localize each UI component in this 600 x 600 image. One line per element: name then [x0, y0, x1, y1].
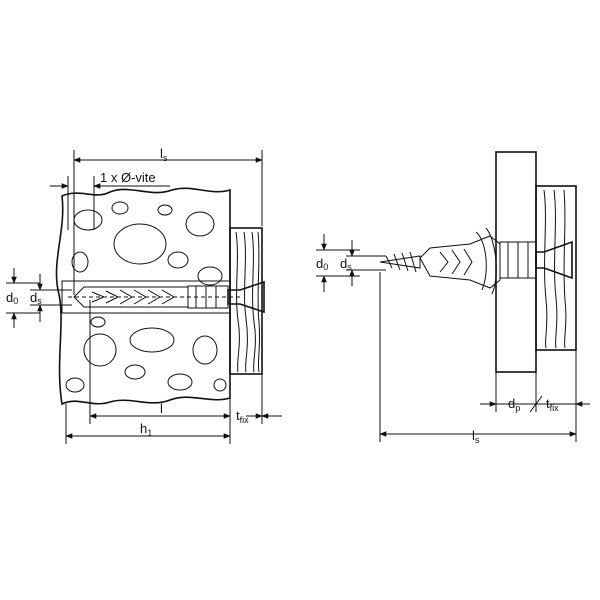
- d0-label-left: d0: [6, 290, 18, 306]
- wooden-fixture: [229, 227, 263, 375]
- stone-pores: [65, 201, 227, 393]
- tfix-label-right: tfix: [546, 396, 559, 413]
- ds-label-right: ds: [340, 256, 352, 272]
- ls-label-right: ls: [472, 428, 480, 445]
- screw-diameter-label: 1 x Ø-vite: [100, 170, 156, 185]
- tfix-label-left: tfix: [236, 408, 249, 425]
- h1-label: h1: [140, 421, 152, 438]
- d0-label-right: d0: [316, 256, 328, 272]
- screw-right: [379, 240, 573, 280]
- ls-label-left: ls: [160, 146, 168, 163]
- ds-label-left: ds: [30, 290, 42, 306]
- masonry-block: [55, 187, 231, 406]
- left-figure: ls 1 x Ø-vite d0 ds l tfix h1: [6, 146, 282, 444]
- wood-grain: [235, 231, 261, 373]
- panel-board: [495, 151, 537, 373]
- wood-grain-right: [543, 189, 567, 349]
- right-figure: d0 ds dp tfix ls: [316, 151, 590, 445]
- cavity-anchor: [419, 227, 537, 295]
- screw: [68, 280, 265, 314]
- dp-label: dp: [508, 396, 520, 413]
- l-label: l: [160, 401, 163, 416]
